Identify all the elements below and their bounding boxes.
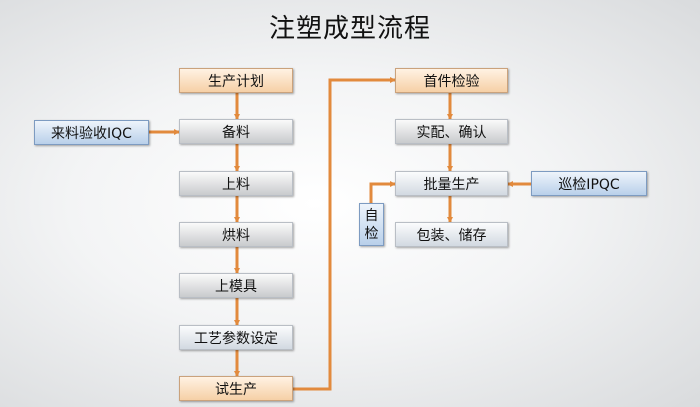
step-fitting-confirmation: 实配、确认 <box>395 119 508 144</box>
step-drying-material: 烘料 <box>179 222 293 247</box>
step-packing-storage: 包装、储存 <box>395 222 508 247</box>
step-trial-production: 试生产 <box>179 376 293 401</box>
incoming-inspection-iqc: 来料验收IQC <box>34 120 149 145</box>
step-material-prep: 备料 <box>179 119 293 144</box>
step-first-article-inspection: 首件检验 <box>395 68 508 93</box>
self-check-char-1: 自 <box>364 207 379 224</box>
patrol-inspection-ipqc: 巡检IPQC <box>531 171 647 196</box>
diagram-title: 注塑成型流程 <box>268 14 431 44</box>
step-mounting-mold: 上模具 <box>179 273 293 298</box>
step-mass-production: 批量生产 <box>395 171 508 196</box>
step-loading-material: 上料 <box>179 171 293 196</box>
self-check-box: 自 检 <box>359 203 384 246</box>
step-process-parameters: 工艺参数设定 <box>179 325 293 350</box>
self-check-char-2: 检 <box>364 225 379 242</box>
step-production-plan: 生产计划 <box>179 68 293 93</box>
